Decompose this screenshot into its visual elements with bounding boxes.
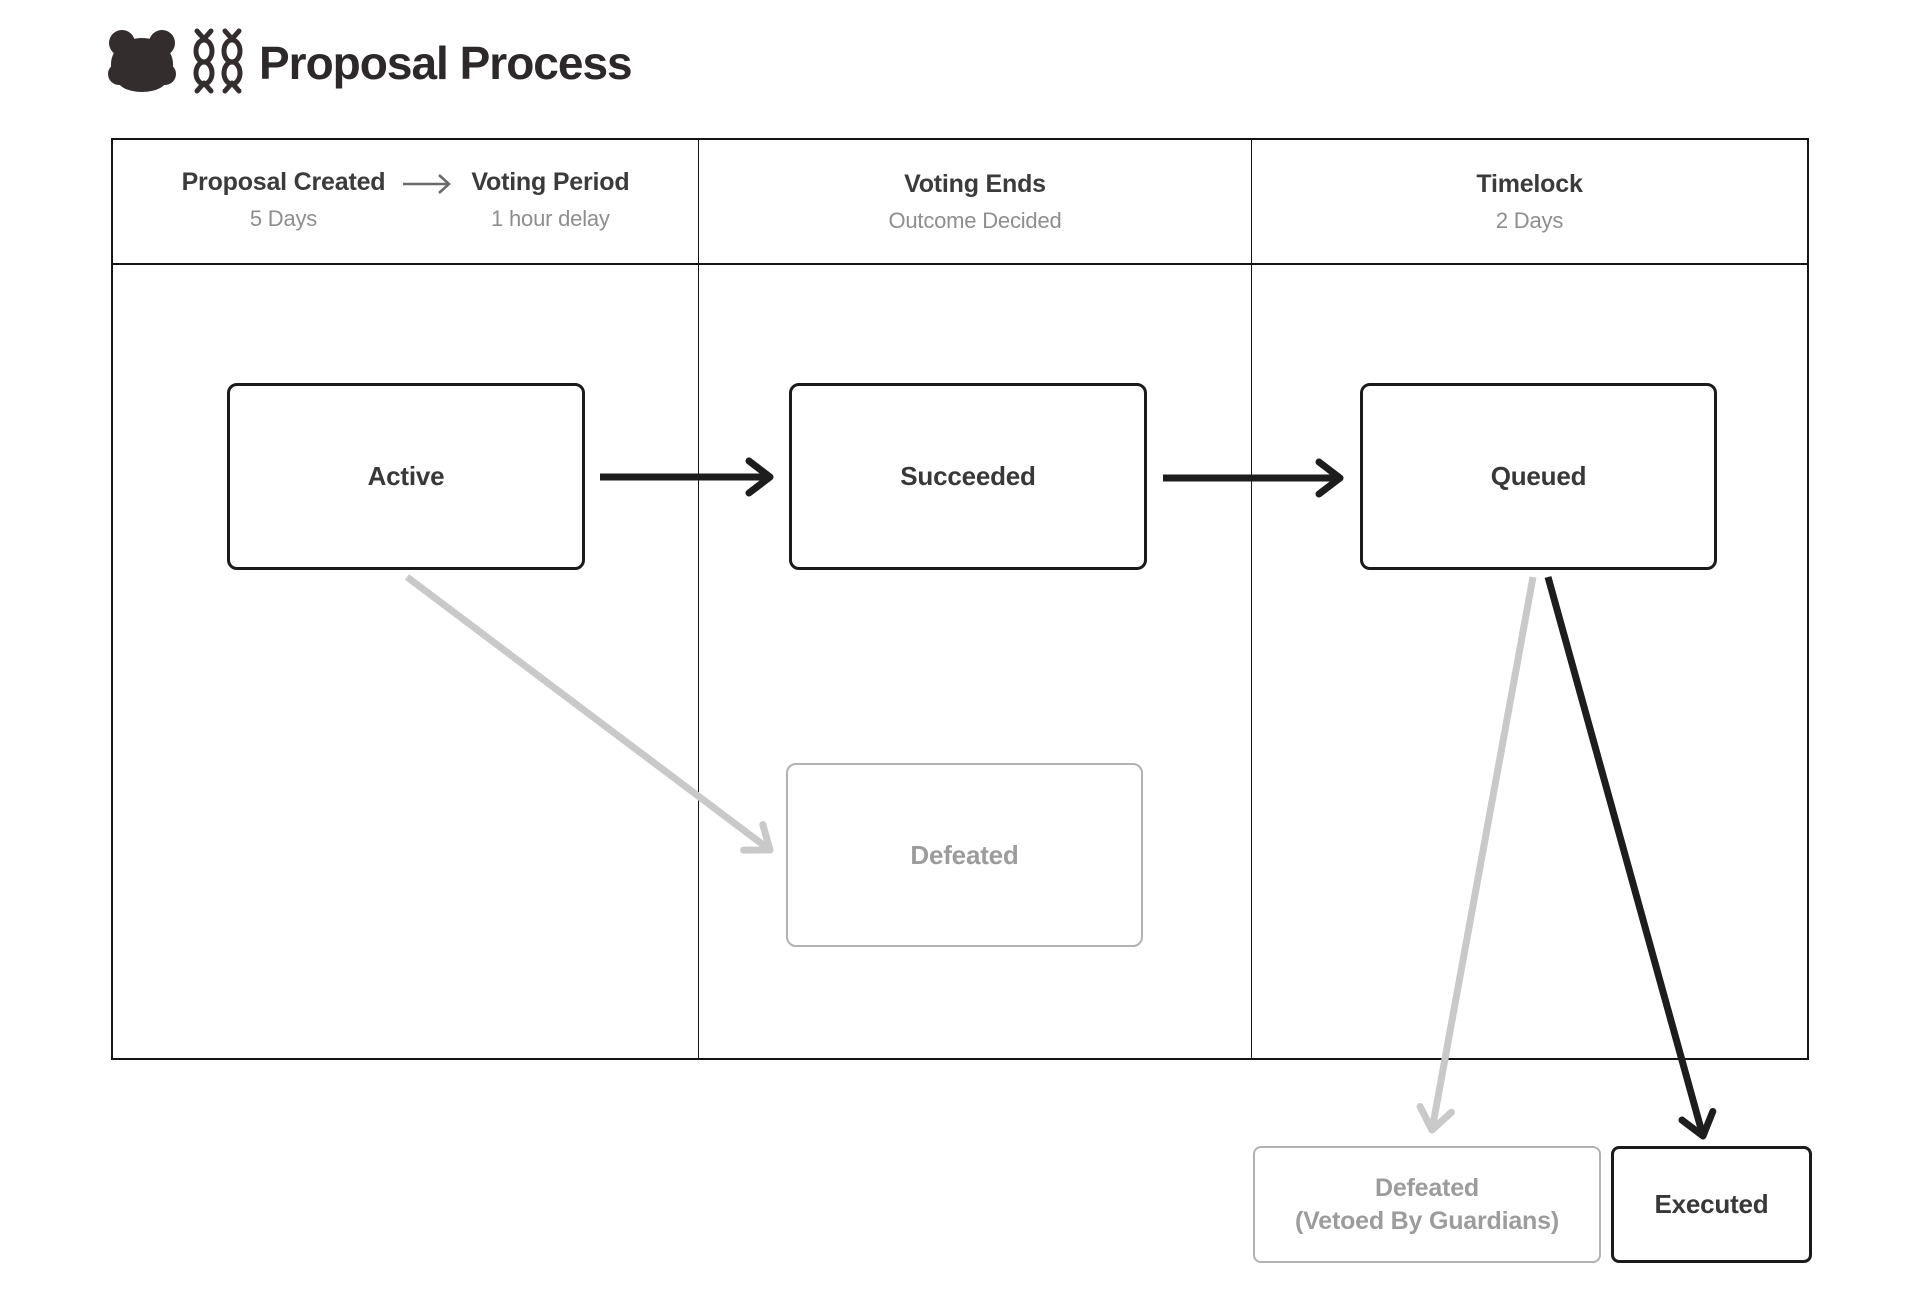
stage-label-voting-period: Voting Period xyxy=(471,168,630,196)
column-header-proposal-created: Proposal Created 5 Days Voting Period 1 … xyxy=(113,140,699,265)
column-header-timelock: Timelock 2 Days xyxy=(1252,140,1807,265)
state-label-defeated-vetoed-line2: (Vetoed By Guardians) xyxy=(1295,1206,1559,1235)
bear-icon xyxy=(107,29,177,98)
state-label-succeeded: Succeeded xyxy=(900,461,1036,491)
stage-duration-2-days: 2 Days xyxy=(1495,207,1564,233)
state-node-active: Active xyxy=(227,383,585,570)
long-right-arrow-icon xyxy=(401,172,455,201)
stage-sub-outcome-decided: Outcome Decided xyxy=(888,207,1062,233)
stage-duration-5-days: 5 Days xyxy=(249,206,318,231)
stage-duration-1-hour-delay: 1 hour delay xyxy=(491,206,610,231)
page-title: Proposal Process xyxy=(259,37,633,89)
chains-icon xyxy=(191,28,245,99)
state-node-queued: Queued xyxy=(1360,383,1717,570)
stage-label-proposal-created: Proposal Created xyxy=(181,168,386,196)
stage-label-voting-ends: Voting Ends xyxy=(904,169,1046,198)
state-label-executed: Executed xyxy=(1654,1189,1769,1219)
state-node-succeeded: Succeeded xyxy=(789,383,1147,570)
state-node-defeated-vetoed: Defeated (Vetoed By Guardians) xyxy=(1253,1146,1601,1263)
page-header: Proposal Process xyxy=(107,26,633,100)
state-node-defeated: Defeated xyxy=(786,763,1143,947)
state-label-queued: Queued xyxy=(1490,461,1587,491)
state-label-defeated: Defeated xyxy=(910,839,1019,870)
state-label-active: Active xyxy=(367,461,445,491)
state-label-defeated-vetoed-line1: Defeated xyxy=(1375,1174,1479,1202)
stage-label-timelock: Timelock xyxy=(1476,169,1583,198)
column-header-voting-ends: Voting Ends Outcome Decided xyxy=(699,140,1252,265)
state-node-executed: Executed xyxy=(1611,1146,1812,1263)
